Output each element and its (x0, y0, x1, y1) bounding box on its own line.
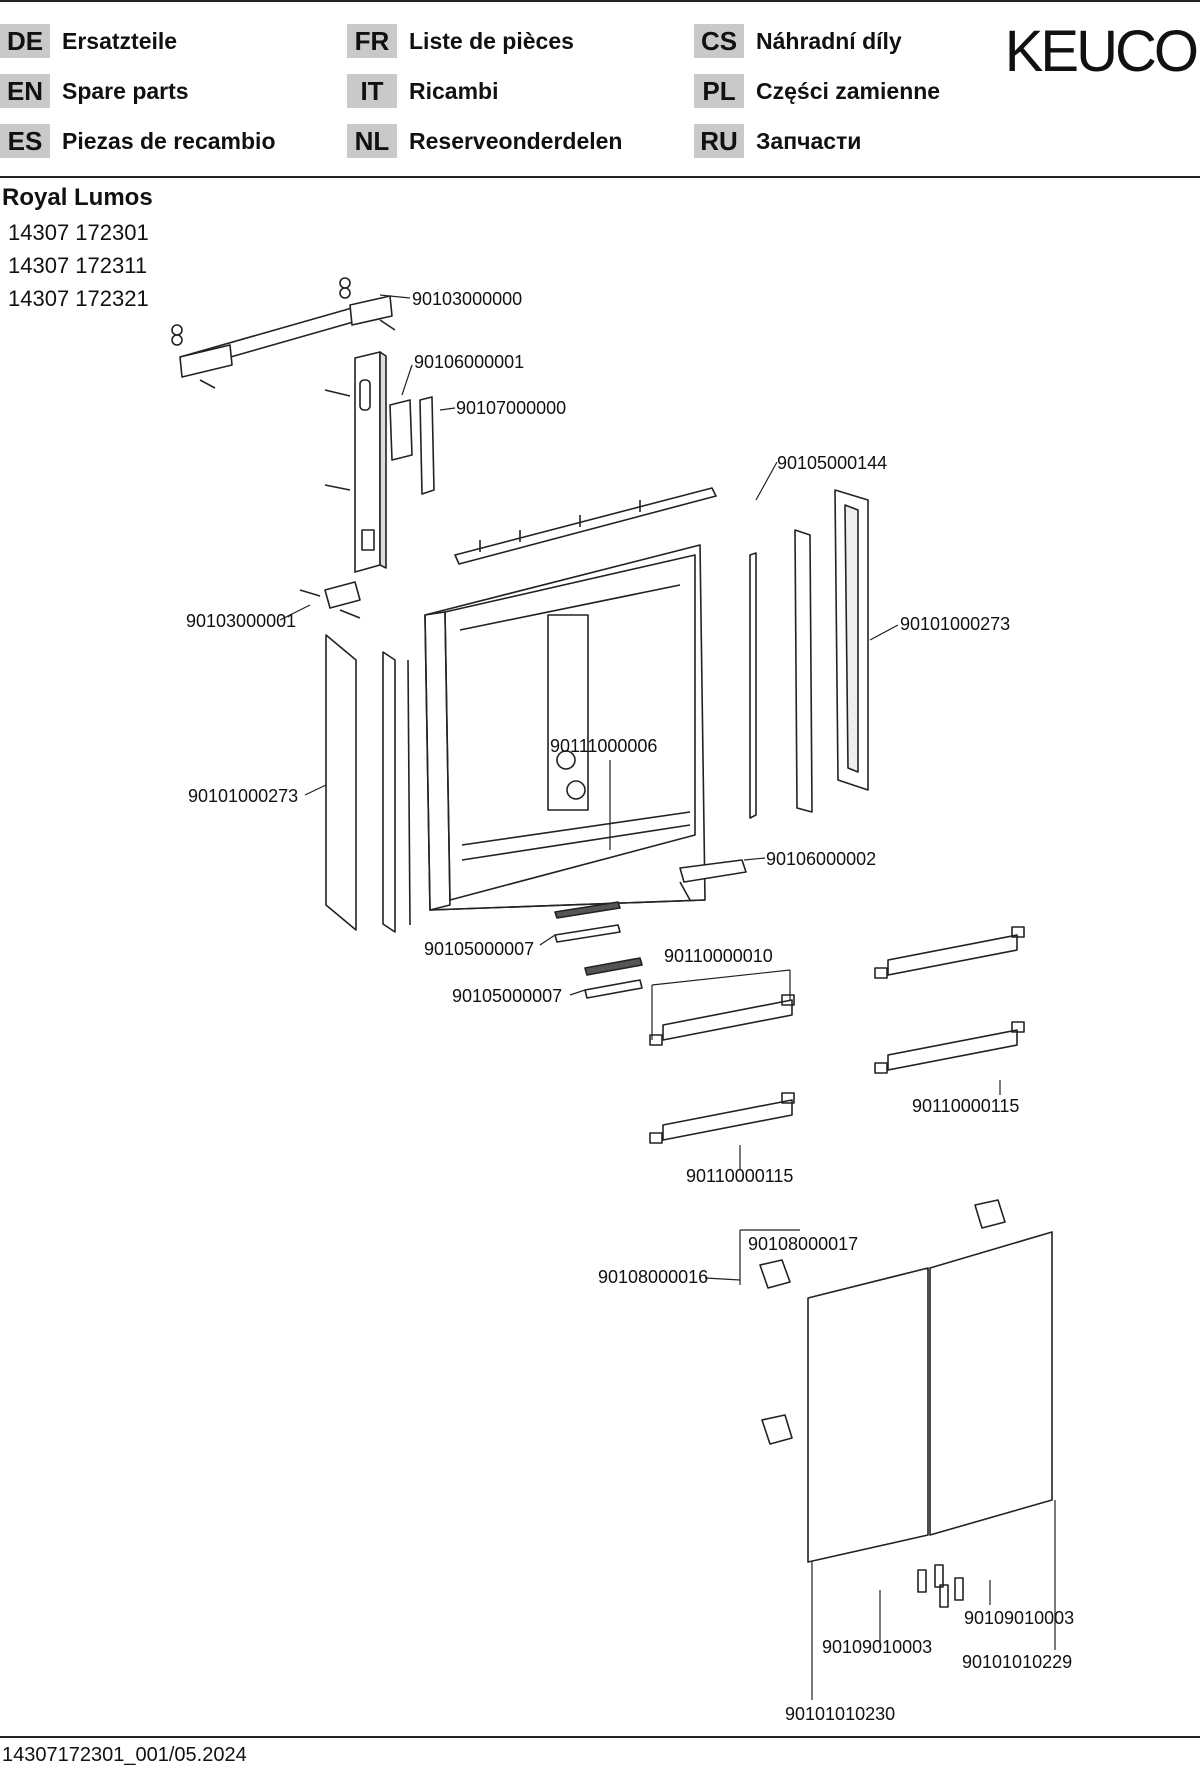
part-label: 90107000000 (456, 398, 566, 418)
part-label: 90110000010 (664, 946, 773, 966)
mirror-doors (807, 1231, 1053, 1563)
lang-label: Ricambi (409, 77, 499, 104)
part-label: 90105000144 (777, 453, 887, 473)
mounting-block (299, 581, 361, 619)
part-label: 90108000017 (748, 1234, 858, 1254)
part-label: 90103000001 (186, 611, 296, 631)
part-label: 90109010003 (822, 1637, 932, 1657)
lang-en: EN Spare parts (0, 74, 189, 108)
product-name: Royal Lumos (2, 184, 153, 211)
part-label: 90109010003 (964, 1608, 1074, 1628)
lang-ru: RU Запчасти (694, 124, 861, 158)
mounting-brackets (171, 277, 396, 389)
part-label: 90110000115 (686, 1166, 793, 1186)
part-label: 90106000002 (766, 849, 876, 869)
lang-code: PL (694, 74, 744, 108)
lang-code: FR (347, 24, 397, 58)
lang-nl: NL Reserveonderdelen (347, 124, 622, 158)
leader-lines (279, 294, 1056, 1700)
lang-code: CS (694, 24, 744, 58)
part-label: 90111000006 (550, 736, 657, 756)
part-labels: 90103000000 90106000001 90107000000 9010… (186, 289, 1074, 1724)
article-number: 14307 172301 (8, 220, 149, 245)
bottom-light (679, 859, 747, 901)
lang-it: IT Ricambi (347, 74, 498, 108)
footer-rule (0, 1736, 1200, 1738)
document-id: 14307172301_001/05.2024 (2, 1744, 247, 1766)
lang-label: Liste de pièces (409, 27, 574, 54)
part-label: 90101010230 (785, 1704, 895, 1724)
article-number: 14307 172311 (8, 253, 148, 278)
part-label: 90103000000 (412, 289, 522, 309)
part-label: 90105000007 (424, 939, 534, 959)
lang-label: Náhradní díly (756, 27, 902, 54)
header-rule (0, 176, 1200, 178)
lang-code: IT (347, 74, 397, 108)
part-label: 90108000016 (598, 1267, 708, 1287)
brand-logo: KEUCO (1004, 19, 1199, 84)
article-number: 14307 172321 (8, 286, 149, 311)
door-hardware (917, 1564, 964, 1608)
lang-de: DE Ersatzteile (0, 24, 177, 58)
lang-code: EN (0, 74, 50, 108)
hinges (759, 1199, 1006, 1445)
lang-code: NL (347, 124, 397, 158)
lang-code: DE (0, 24, 50, 58)
lang-code: ES (0, 124, 50, 158)
lang-pl: PL Części zamienne (694, 74, 940, 108)
lang-code: RU (694, 124, 744, 158)
top-profile (454, 487, 717, 565)
part-label: 90101010229 (962, 1652, 1072, 1672)
shelves-left (649, 994, 795, 1144)
lang-label: Części zamienne (756, 77, 941, 104)
lang-label: Reserveonderdelen (409, 127, 623, 154)
top-rule (0, 0, 1200, 2)
lang-fr: FR Liste de pièces (347, 24, 574, 58)
part-label: 90101000273 (188, 786, 298, 806)
left-side-panels (325, 634, 411, 933)
part-label: 90106000001 (414, 352, 524, 372)
shelves-right (874, 926, 1025, 1074)
lang-label: Ersatzteile (62, 27, 178, 54)
right-led-strips (749, 489, 869, 819)
part-label: 90105000007 (452, 986, 562, 1006)
lang-label: Запчасти (756, 127, 862, 154)
part-label: 90101000273 (900, 614, 1010, 634)
lang-label: Spare parts (62, 77, 189, 104)
lang-label: Piezas de recambio (62, 127, 276, 154)
light-rail (324, 351, 387, 573)
part-label: 90110000115 (912, 1096, 1019, 1116)
driver-box (389, 396, 435, 495)
cabinet-body (424, 544, 706, 911)
lang-es: ES Piezas de recambio (0, 124, 276, 158)
profile-pairs (554, 901, 643, 999)
lang-cs: CS Náhradní díly (694, 24, 902, 58)
